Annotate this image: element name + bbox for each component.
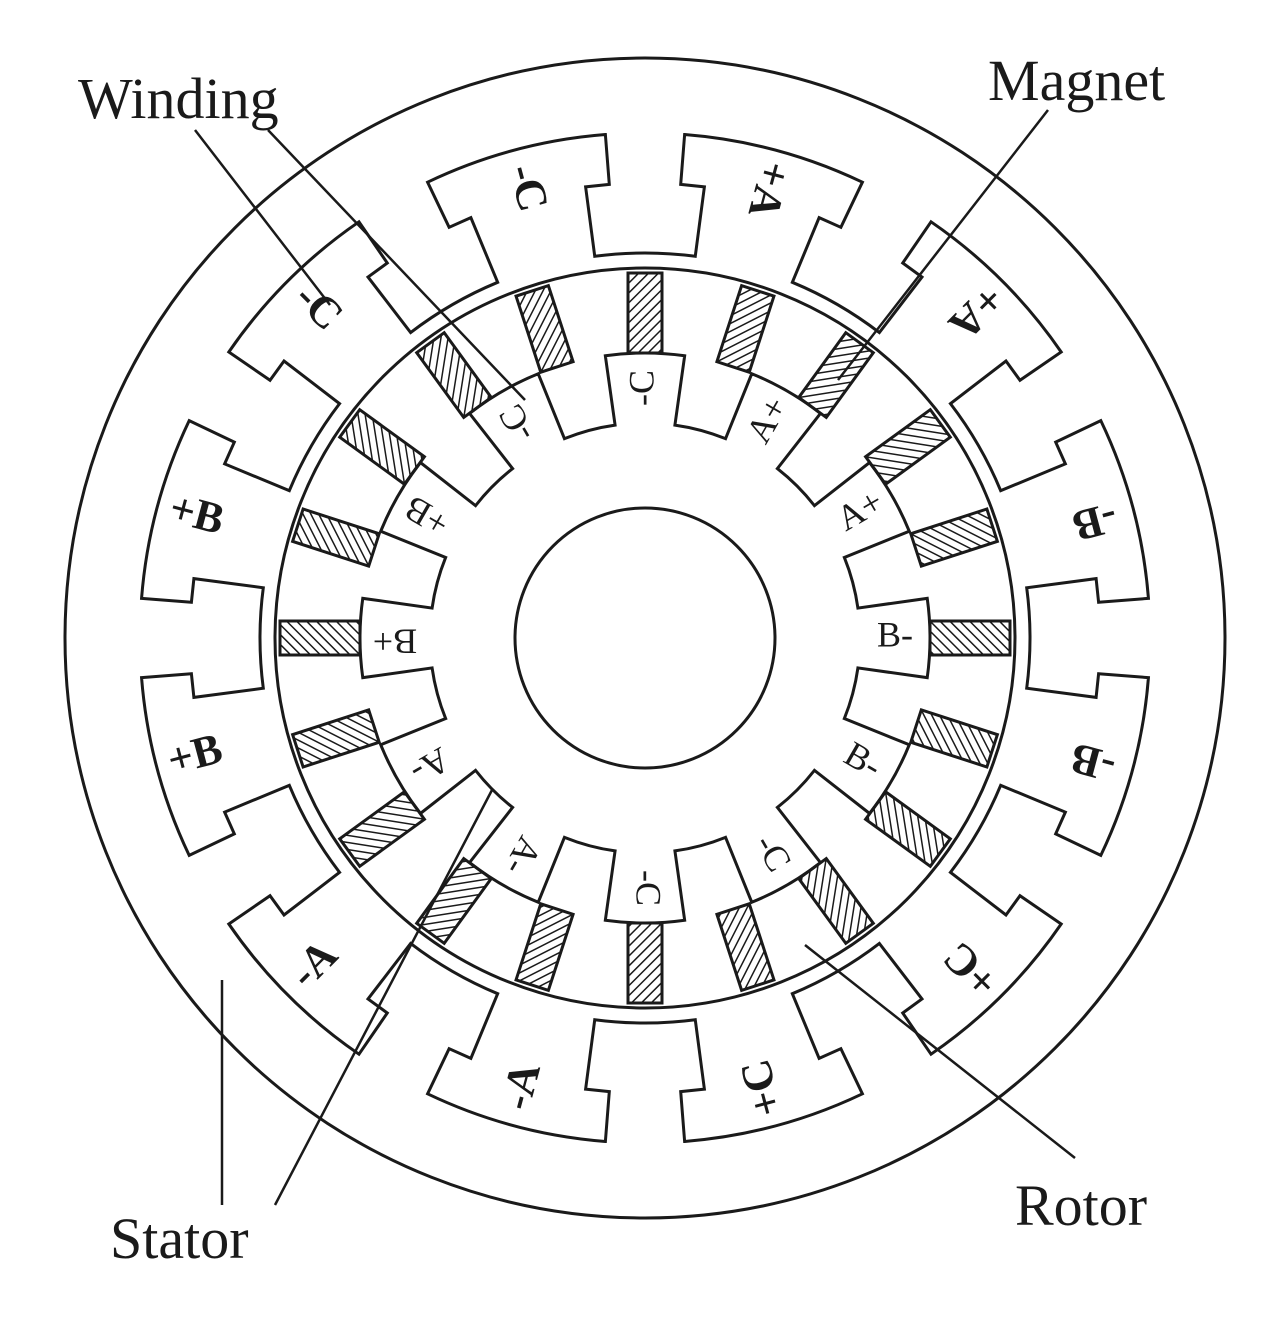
outer-slot-label: -A (279, 930, 347, 998)
magnet (290, 507, 382, 568)
magnet (908, 708, 1000, 769)
inner-slot-label: A- (496, 830, 550, 883)
inner-slot-label: A- (404, 739, 457, 793)
magnet (626, 921, 664, 1005)
magnet-label: Magnet (988, 48, 1165, 113)
winding-label: Winding (78, 66, 279, 131)
outer-slot-label: -A (491, 1057, 550, 1115)
magnet (908, 507, 1000, 568)
inner-slot-contour (358, 351, 932, 925)
outer-slot-label: +A (739, 156, 801, 224)
magnet-leader-line (837, 109, 1049, 381)
inner-slot-label: -C (629, 870, 669, 906)
inner-slot-label: -C (747, 827, 800, 878)
magnet (715, 901, 776, 993)
magnet (290, 708, 382, 769)
stator-outer-boundary (63, 56, 1227, 1220)
inner-slot-label: -C (621, 370, 661, 406)
winding-leader-line-1 (194, 129, 331, 306)
outer-slot-label: +C (730, 1054, 792, 1122)
magnet (928, 619, 1012, 657)
inner-slot-labels: -C A+ A+ B- B- -C -C A- A- B+ +B -C (373, 370, 913, 906)
outer-slot-label: +A (939, 275, 1014, 350)
inner-slot-label: A+ (738, 390, 796, 450)
inner-slot-label: +B (397, 488, 455, 545)
inner-slot-label: A+ (830, 481, 890, 539)
outer-slot-label: +C (933, 932, 1008, 1007)
outer-slot-label: -C (286, 272, 353, 339)
winding-leader-line-2 (267, 129, 526, 401)
stator-leader-line-2 (273, 789, 494, 1206)
magnet (514, 901, 575, 993)
rotor-leader-line (804, 944, 1076, 1159)
outer-slot-label: +B (162, 723, 227, 784)
inner-slot-label: B- (877, 614, 913, 654)
magnet (715, 283, 776, 375)
stator-label: Stator (110, 1206, 249, 1271)
outer-slot-label: -B (1068, 493, 1123, 552)
rotor-outer-circle (273, 266, 1017, 1010)
magnet (514, 283, 575, 375)
magnet (278, 619, 362, 657)
stator-slot-contour (139, 132, 1151, 1144)
inner-slot-label: B- (838, 733, 889, 786)
rotor-label: Rotor (1015, 1173, 1147, 1238)
outer-slot-label: -B (1065, 733, 1120, 792)
magnet (626, 271, 664, 355)
magnet-ring (278, 271, 1012, 1005)
inner-slot-label: B+ (373, 622, 417, 662)
inner-slot-label: -C (490, 398, 543, 449)
shaft-circle (513, 506, 777, 770)
outer-slot-label: +B (164, 483, 229, 544)
outer-slot-label: -C (499, 159, 558, 217)
